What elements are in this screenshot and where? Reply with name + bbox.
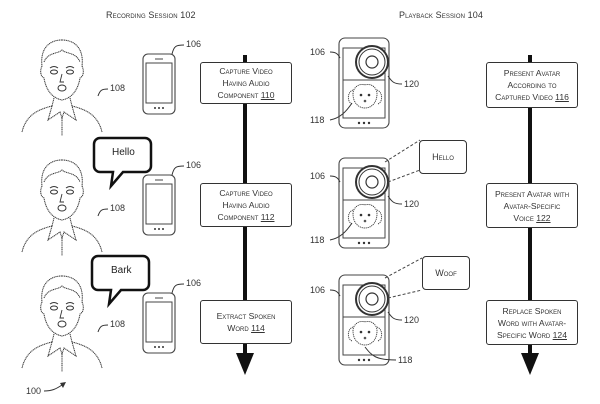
- person-figure-3: [21, 275, 103, 373]
- step-line: Present Avatar: [503, 68, 561, 78]
- ref-phone-2: 106: [186, 160, 202, 170]
- recording-flow-arrowhead: [236, 353, 254, 375]
- person-figure-1: [21, 39, 103, 137]
- ref-avatar-3: 118: [398, 355, 413, 365]
- ref-person-3: 108: [110, 319, 126, 329]
- phone-leader-3: [171, 283, 185, 294]
- step-line: Present Avatar with: [494, 188, 570, 199]
- ref-avatar-2: 118: [310, 235, 325, 245]
- step-line: Captured Video: [495, 92, 556, 102]
- person-leader-3: [97, 324, 109, 333]
- ref-phone-1: 106: [186, 39, 202, 49]
- recording-phone-1: [142, 53, 176, 115]
- ref-avatar-1: 118: [310, 115, 325, 125]
- recording-step-box-2: Capture Video Having Audio Component 112: [200, 183, 292, 227]
- ref-playback-phone-1: 106: [310, 47, 326, 57]
- recording-phone-2: [142, 174, 176, 236]
- callout-hello: Hello: [419, 140, 467, 174]
- step-ref: 110: [260, 90, 275, 100]
- step-line: Component: [217, 90, 261, 100]
- speech-bubble-hello: [92, 136, 153, 191]
- step-line: Replace Spoken: [502, 305, 562, 316]
- step-line: Voice: [513, 212, 537, 223]
- person-figure-2: [21, 159, 103, 257]
- playback-phone-2: [338, 157, 390, 249]
- step-line: Having Audio: [222, 200, 270, 210]
- recording-step-box-1: Capture Video Having Audio Component 110: [200, 62, 292, 104]
- playback-step-box-3: Replace Spoken Word with Avatar- Specifi…: [486, 300, 578, 345]
- playback-session-title: Playback Session 104: [399, 10, 483, 20]
- phone-leader-1: [171, 44, 185, 55]
- figure-ref-arrow: [43, 384, 63, 392]
- ref-phone-3: 106: [186, 278, 202, 288]
- step-line: Capture Video: [219, 66, 273, 76]
- playback-phone-3: [338, 274, 390, 366]
- step-ref: 122: [536, 212, 551, 223]
- playback-flow-arrowhead: [521, 353, 539, 375]
- step-line: Word with Avatar-: [497, 317, 567, 328]
- recording-step-box-3: Extract Spoken Word 114: [200, 300, 292, 344]
- callout-rays-hello: [384, 139, 421, 183]
- step-line: Specific Word: [497, 329, 553, 340]
- ref-playback-phone-3: 106: [310, 285, 326, 295]
- figure-ref: 100: [26, 386, 42, 396]
- ref-playback-phone-2: 106: [310, 171, 326, 181]
- playback-step-box-1: Present Avatar According to Captured Vid…: [486, 62, 578, 108]
- ref-camera-1: 120: [404, 79, 420, 89]
- step-line: Word: [227, 323, 252, 333]
- step-ref: 112: [260, 212, 275, 222]
- ref-person-2: 108: [110, 203, 126, 213]
- recording-phone-3: [142, 292, 176, 354]
- ref-person-1: 108: [110, 83, 126, 93]
- playback-phone-1: [338, 37, 390, 129]
- callout-rays-woof: [384, 257, 423, 299]
- speech-text-hello: Hello: [112, 147, 135, 158]
- step-line: Having Audio: [222, 78, 270, 88]
- step-ref: 116: [555, 92, 569, 102]
- step-line: Capture Video: [219, 188, 273, 198]
- phone-leader-2: [171, 165, 185, 176]
- step-line: Extract Spoken: [216, 311, 276, 321]
- recording-session-title: Recording Session 102: [106, 10, 196, 20]
- step-ref: 114: [251, 323, 265, 333]
- speech-text-bark: Bark: [111, 265, 132, 276]
- step-ref: 124: [552, 329, 567, 340]
- step-line: Component: [217, 212, 261, 222]
- callout-woof: Woof: [422, 256, 470, 290]
- speech-bubble-bark: [90, 254, 151, 309]
- step-line: Avatar-Specific: [503, 200, 561, 211]
- ref-camera-2: 120: [404, 199, 420, 209]
- playback-step-box-2: Present Avatar with Avatar-Specific Voic…: [486, 183, 578, 228]
- person-leader-1: [97, 88, 109, 97]
- person-leader-2: [97, 208, 109, 217]
- ref-camera-3: 120: [404, 315, 420, 325]
- step-line: According to: [507, 80, 557, 90]
